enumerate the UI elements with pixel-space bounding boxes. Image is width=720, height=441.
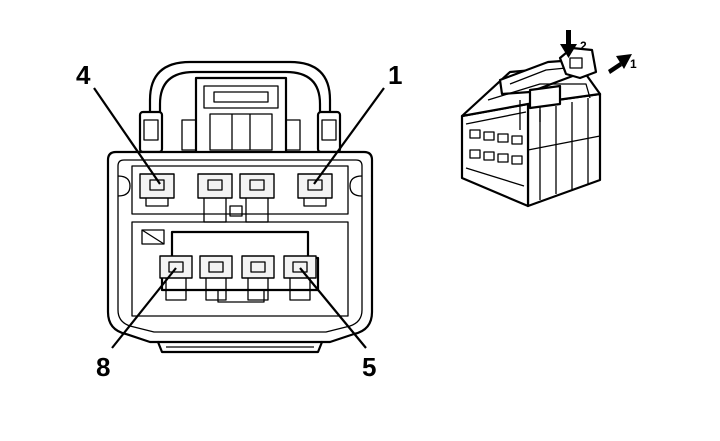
connector-iso-view: 2 1 bbox=[460, 30, 637, 208]
leader-line-5 bbox=[299, 267, 367, 349]
leader-line-8 bbox=[111, 267, 177, 349]
lower-terminal-row bbox=[159, 255, 317, 303]
keying-mark bbox=[141, 229, 165, 245]
terminal-cavity-7 bbox=[199, 255, 233, 301]
connector-front-view: 4 1 8 5 bbox=[76, 60, 402, 382]
slide-arrow-label: 1 bbox=[630, 57, 637, 71]
terminal-cavity-8 bbox=[159, 255, 193, 301]
terminal-cavity-6 bbox=[241, 255, 275, 301]
terminal-cavity-2 bbox=[239, 173, 275, 223]
latch-bail bbox=[138, 60, 342, 154]
lock-block bbox=[181, 76, 301, 158]
upper-terminal-row bbox=[139, 173, 333, 223]
terminal-cavity-5 bbox=[283, 255, 317, 301]
leader-line-4 bbox=[93, 87, 161, 185]
terminal-cavity-1 bbox=[297, 173, 333, 207]
press-arrow bbox=[560, 30, 577, 58]
slide-arrow bbox=[608, 54, 632, 74]
terminal-cavity-4 bbox=[139, 173, 175, 207]
pin-label-5: 5 bbox=[362, 352, 376, 382]
pin-label-8: 8 bbox=[96, 352, 110, 382]
iso-front-cavities bbox=[465, 111, 527, 187]
leader-line-1 bbox=[313, 87, 385, 185]
terminal-cavity-3 bbox=[197, 173, 233, 223]
press-arrow-label: 2 bbox=[580, 39, 587, 53]
pin-label-4: 4 bbox=[76, 60, 91, 90]
iso-side-ribs bbox=[527, 98, 601, 200]
pin-label-1: 1 bbox=[388, 60, 402, 90]
